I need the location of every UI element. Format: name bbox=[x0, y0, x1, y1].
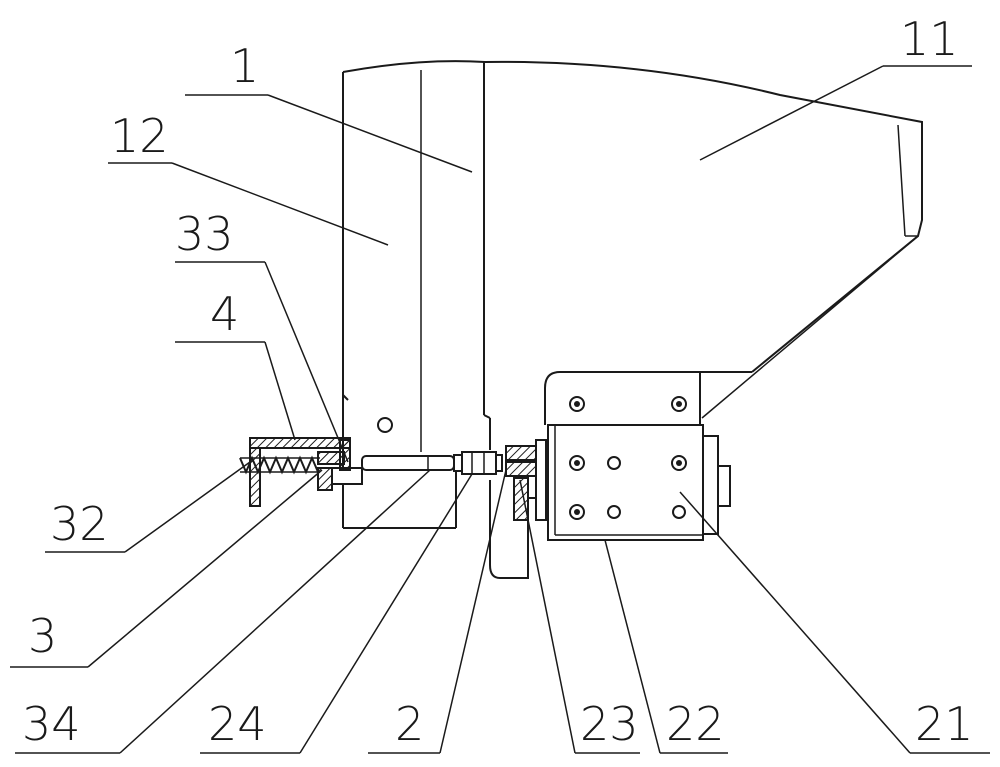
label-24: 24 bbox=[208, 697, 267, 751]
label-3: 3 bbox=[28, 609, 57, 663]
label-34: 34 bbox=[22, 697, 81, 751]
label-4: 4 bbox=[210, 287, 239, 341]
pull-rod bbox=[361, 451, 503, 475]
label-21: 21 bbox=[915, 697, 974, 751]
bracket-part-23 bbox=[505, 439, 547, 521]
part-labels: 1 12 11 33 4 32 3 34 24 2 23 22 21 bbox=[22, 12, 974, 751]
label-33: 33 bbox=[175, 207, 234, 261]
label-22: 22 bbox=[666, 697, 725, 751]
bolt-icon bbox=[569, 396, 687, 520]
main-body bbox=[342, 60, 923, 579]
hole-icon bbox=[377, 417, 393, 433]
label-23: 23 bbox=[580, 697, 639, 751]
label-32: 32 bbox=[50, 497, 109, 551]
mount-plate bbox=[544, 371, 752, 541]
label-11: 11 bbox=[900, 12, 959, 66]
label-2: 2 bbox=[395, 697, 424, 751]
label-1: 1 bbox=[230, 39, 259, 93]
leader-lines bbox=[10, 65, 990, 754]
label-12: 12 bbox=[110, 109, 169, 163]
